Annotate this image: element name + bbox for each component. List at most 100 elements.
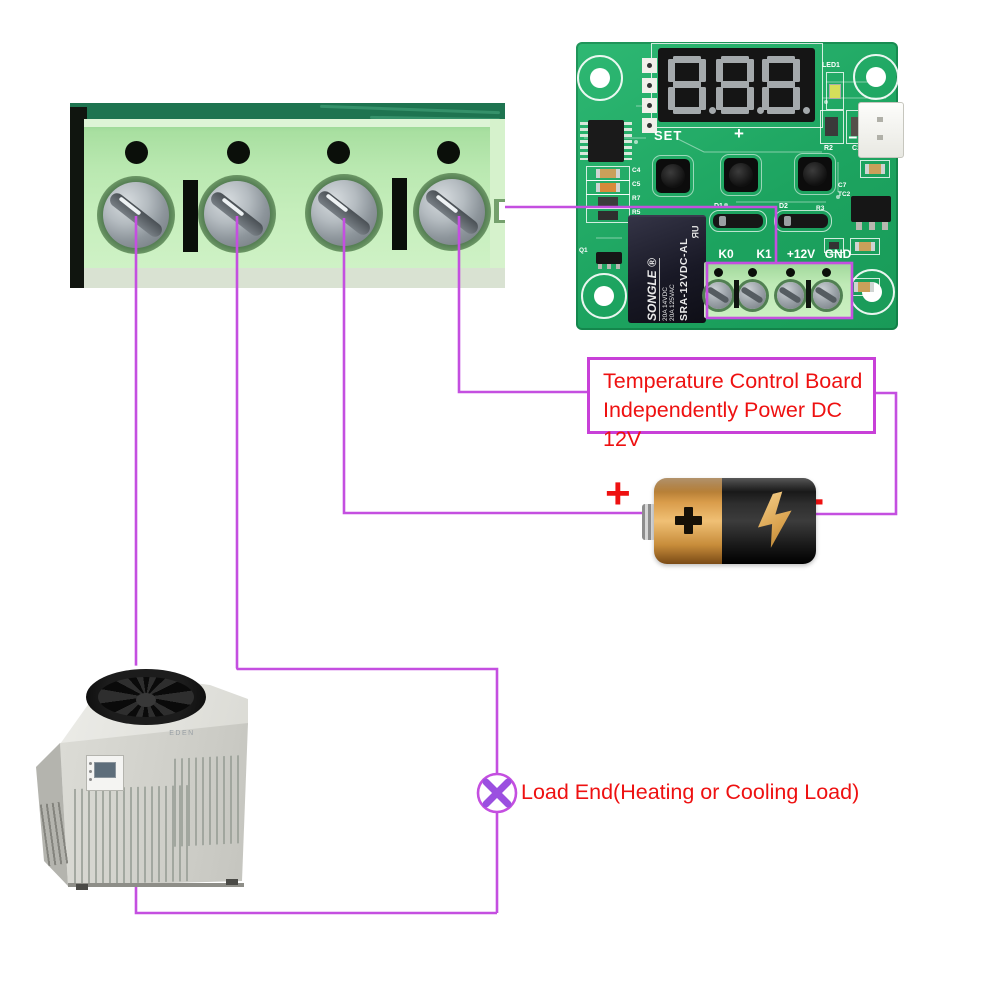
fan: [86, 669, 206, 725]
unit-foot: [76, 884, 88, 890]
smd-outline: [820, 110, 844, 144]
load-end-label: Load End(Heating or Cooling Load): [521, 780, 860, 804]
connector-pin: [877, 117, 883, 122]
plus-label: +: [734, 124, 744, 143]
ic-chip: [588, 120, 624, 162]
battery-gold-section: [654, 478, 722, 564]
transistor-leg: [616, 264, 620, 269]
display-digit: [668, 56, 716, 114]
solder-pad: [642, 58, 657, 73]
terminal-screw: [739, 282, 766, 309]
wire-k1-to-load: [235, 216, 499, 913]
panel-indicator: [89, 778, 92, 781]
transistor-leg: [598, 264, 602, 269]
terminal-screw-k1: [198, 175, 276, 253]
relay-model: SRA-12VDC-AL: [677, 237, 690, 321]
terminal-hole: [822, 268, 831, 277]
led1-label: LED1: [822, 62, 840, 69]
screw-slot: [423, 187, 481, 237]
wire-entry-hole: [437, 141, 460, 164]
screw-slot: [315, 188, 373, 238]
display-digit: [762, 56, 810, 114]
battery-plus-icon: [684, 507, 693, 534]
smd-outline: [850, 238, 880, 255]
terminal-hole: [786, 268, 795, 277]
transistor-leg: [882, 222, 888, 230]
unit-display-screen: [94, 762, 116, 778]
load-x-circle: [476, 772, 518, 814]
transistor-q1: [596, 252, 622, 264]
power-label-line1: Temperature Control Board: [603, 369, 863, 393]
ic-pins: [580, 122, 588, 160]
minus-label: -: [847, 127, 858, 146]
terminal-hole: [748, 268, 757, 277]
solder-pad: [642, 98, 657, 113]
screw-face: [311, 180, 377, 246]
d2-label: D2: [779, 203, 788, 210]
unit-bottom-edge: [68, 883, 244, 887]
mounting-hole: [577, 55, 623, 101]
screw-slot: [107, 190, 165, 240]
c4-label: C4: [632, 167, 641, 174]
ic-pins: [624, 122, 632, 160]
c5-label: C5: [632, 181, 641, 188]
power-transistor: [851, 196, 891, 222]
d1-label: D1: [714, 203, 723, 210]
terminal-divider: [806, 280, 811, 308]
terminal-screw-k0: [97, 176, 175, 254]
diode-d2: [774, 210, 832, 232]
solder-pad: [642, 118, 657, 133]
battery-positive-sign: +: [605, 469, 631, 518]
solder-pad: [642, 78, 657, 93]
minus-button: [794, 153, 836, 195]
block-notch-highlight: [499, 202, 506, 220]
plus-button: [720, 154, 762, 196]
photo-left-edge: [70, 107, 87, 288]
block-divider-slot: [392, 178, 407, 250]
terminal-divider: [734, 280, 739, 308]
photo-bottom-strip: [84, 268, 505, 288]
r7-label: R7: [632, 195, 641, 202]
terminal-hole: [714, 268, 723, 277]
relay: SONGLE ® 20A 14VDC 20A 125VAC SRA-12VDC-…: [628, 215, 706, 323]
load-x-icon: [482, 778, 512, 808]
terminal-screw-12v: [305, 174, 383, 252]
smd-outline: [586, 194, 630, 209]
q1-label: Q1: [579, 247, 588, 254]
battery-gloss: [654, 478, 816, 492]
transistor-leg: [607, 264, 611, 269]
terminal-block-top-edge: [84, 119, 498, 127]
gnd-terminal-label: GND: [824, 247, 852, 261]
jst-connector: [858, 102, 904, 158]
wire-entry-hole: [125, 141, 148, 164]
smd-outline: [586, 208, 630, 223]
screw-face: [103, 182, 169, 248]
seven-segment-display: [658, 48, 815, 122]
smd-outline: [586, 180, 630, 195]
wire-entry-hole: [327, 141, 350, 164]
battery-body: [654, 478, 816, 564]
wire-entry-hole: [227, 141, 250, 164]
set-button: [652, 155, 694, 197]
connector-pin: [877, 135, 883, 140]
c1-label: C1: [852, 145, 861, 152]
battery: [640, 470, 820, 570]
unit-brand-logo: EDEN: [169, 730, 195, 737]
diode-d1: [709, 210, 767, 232]
pcb-terminal-block: [704, 262, 852, 318]
terminal-screw-gnd: [413, 173, 491, 251]
fan-hub: [136, 693, 156, 707]
relay-rating1: 20A 14VDC: [661, 287, 669, 321]
block-divider-slot: [183, 180, 198, 252]
relay-rating2: 20A 125VAC: [668, 284, 676, 321]
tc2-label: TC2: [838, 191, 851, 198]
r3-label: R3: [816, 205, 825, 212]
display-digit: [716, 56, 764, 114]
smd-outline: [586, 166, 630, 181]
k1-terminal-label: K1: [756, 247, 772, 261]
power-label-box: Temperature Control Board Independently …: [587, 357, 876, 451]
set-label: SET: [654, 128, 683, 143]
screw-face: [419, 179, 485, 245]
relay-ul-mark: ЯU: [690, 225, 701, 239]
